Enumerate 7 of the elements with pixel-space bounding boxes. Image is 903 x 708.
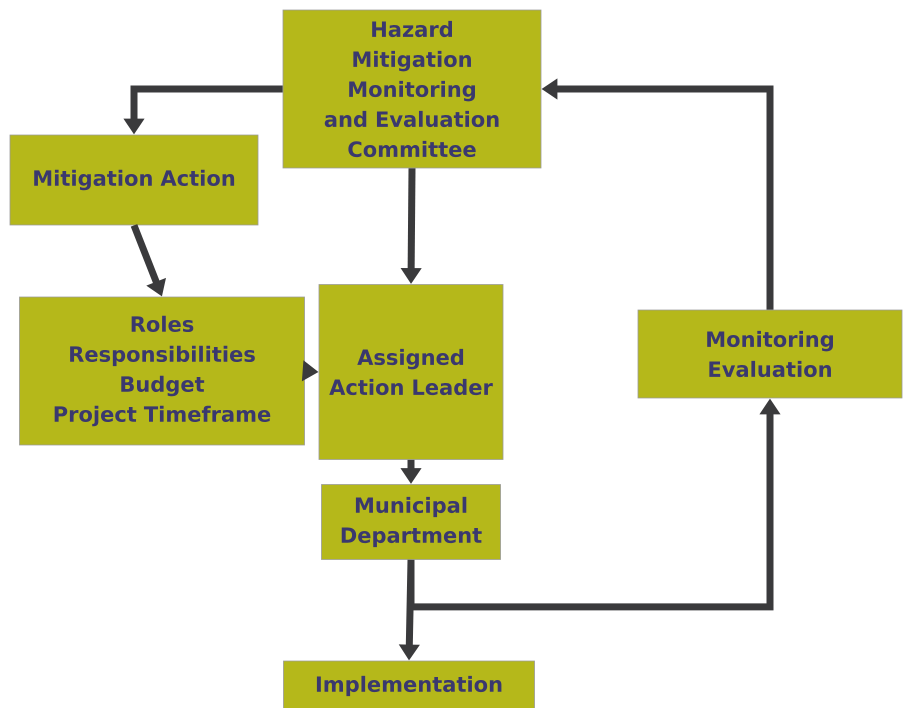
process-box: Assigned Action Leader — [318, 284, 504, 460]
process-box: Monitoring Evaluation — [638, 310, 902, 398]
process-box: Mitigation Action — [10, 134, 258, 226]
process-box: Implementation — [283, 660, 535, 708]
process-box: Roles Responsibilities Budget Project Timeframe — [19, 296, 305, 446]
process-box: Hazard Mitigation Monitoring and Evaluation Committee — [282, 10, 542, 168]
process-box: Municipal Department — [321, 484, 501, 560]
